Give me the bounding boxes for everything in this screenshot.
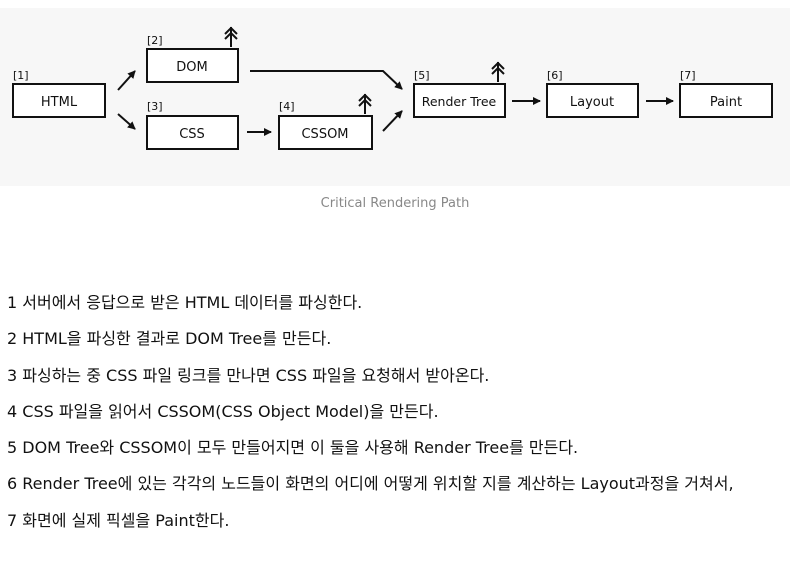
node-index-1: [1] bbox=[13, 69, 29, 82]
edge-cssom-rendertree bbox=[382, 110, 403, 132]
node-box-css bbox=[146, 115, 239, 150]
edge-dom-rendertree bbox=[250, 70, 403, 90]
node-box-layout bbox=[546, 83, 639, 118]
edge-html-css bbox=[117, 113, 136, 130]
node-label-dom: DOM bbox=[176, 60, 207, 75]
step-item: 5 DOM Tree와 CSSOM이 모두 만들어지면 이 둘을 사용해 Ren… bbox=[7, 438, 579, 458]
node-index-5: [5] bbox=[414, 69, 430, 82]
node-label-layout: Layout bbox=[570, 95, 614, 110]
node-index-7: [7] bbox=[680, 69, 696, 82]
diagram: [1] HTML [2] DOM [3] CSS [4] CSSOM [5] R… bbox=[0, 8, 790, 186]
tree-icon bbox=[358, 93, 372, 114]
node-index-3: [3] bbox=[147, 100, 163, 113]
tree-icon bbox=[491, 61, 505, 82]
step-item: 6 Render Tree에 있는 각각의 노드들이 화면의 어디에 어떻게 위… bbox=[7, 474, 734, 494]
node-label-css: CSS bbox=[179, 127, 205, 142]
node-box-paint bbox=[679, 83, 773, 118]
node-label-rendertree: Render Tree bbox=[422, 94, 497, 109]
edge-html-dom bbox=[117, 70, 136, 91]
node-index-2: [2] bbox=[147, 34, 163, 47]
step-item: 3 파싱하는 중 CSS 파일 링크를 만나면 CSS 파일을 요청해서 받아온… bbox=[7, 365, 490, 385]
diagram-caption: Critical Rendering Path bbox=[320, 196, 470, 211]
step-item: 2 HTML을 파싱한 결과로 DOM Tree를 만든다. bbox=[7, 329, 332, 349]
step-item: 7 화면에 실제 픽셀을 Paint한다. bbox=[7, 510, 230, 530]
diagram-edges bbox=[117, 70, 674, 136]
node-label-cssom: CSSOM bbox=[301, 127, 348, 142]
node-label-html: HTML bbox=[41, 95, 78, 110]
node-index-6: [6] bbox=[547, 69, 563, 82]
node-label-paint: Paint bbox=[710, 95, 742, 110]
node-box-rendertree bbox=[413, 83, 506, 118]
step-item: 4 CSS 파일을 읽어서 CSSOM(CSS Object Model)을 만… bbox=[7, 401, 439, 421]
node-box-cssom bbox=[278, 115, 373, 150]
steps-list: 1 서버에서 응답으로 받은 HTML 데이터를 파싱한다. 2 HTML을 파… bbox=[7, 285, 783, 539]
step-item: 1 서버에서 응답으로 받은 HTML 데이터를 파싱한다. bbox=[7, 293, 363, 312]
diagram-nodes: [1] HTML [2] DOM [3] CSS [4] CSSOM [5] R… bbox=[12, 34, 773, 150]
rendering-path-diagram: [1] HTML [2] DOM [3] CSS [4] CSSOM [5] R… bbox=[12, 26, 773, 150]
tree-icon bbox=[224, 26, 238, 47]
node-index-4: [4] bbox=[279, 100, 295, 113]
node-box-dom bbox=[146, 48, 239, 83]
node-box-html bbox=[12, 83, 106, 118]
